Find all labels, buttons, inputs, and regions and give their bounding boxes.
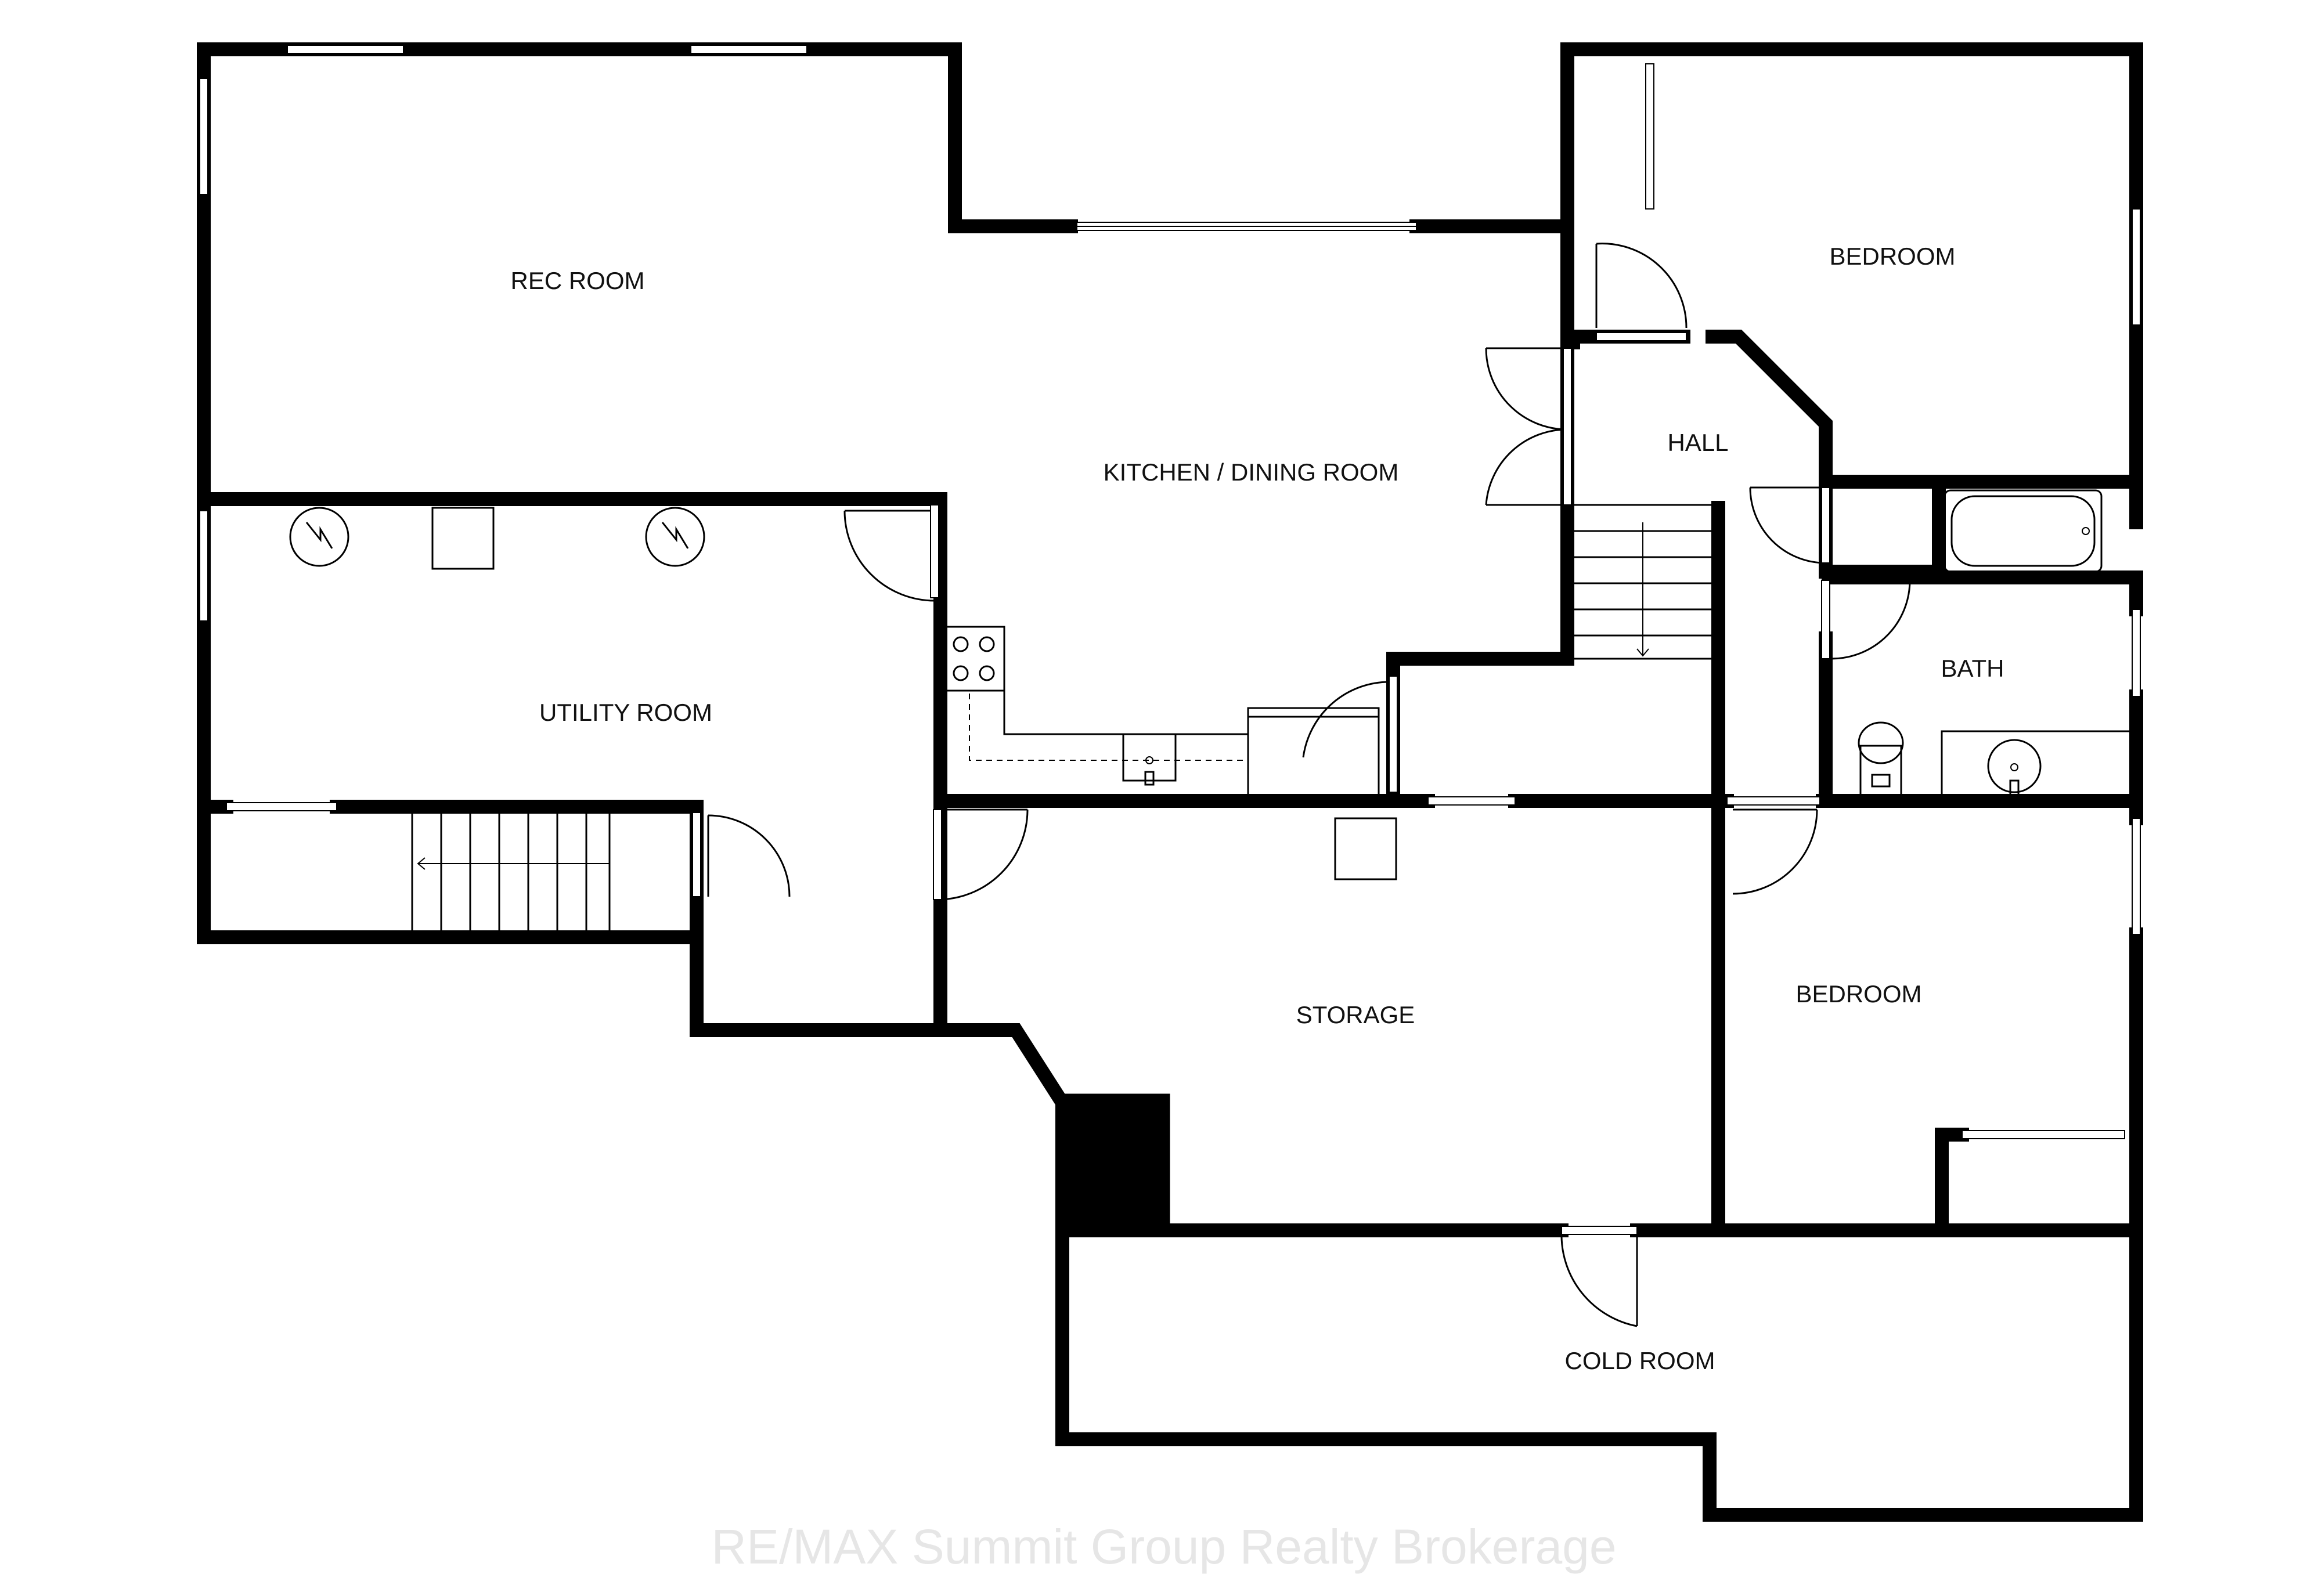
brokerage-watermark: RE/MAX Summit Group Realty Brokerage <box>711 1519 1616 1574</box>
chimney-block <box>1056 1093 1170 1231</box>
storage-fixture <box>1334 817 1397 880</box>
stairs-utility <box>411 806 611 938</box>
utility-fixtures <box>289 507 705 570</box>
stairs-hall <box>1572 504 1717 660</box>
room-label-kitchen-dining: KITCHEN / DINING ROOM <box>1104 458 1399 486</box>
room-label-bedroom-bottom: BEDROOM <box>1795 980 1921 1008</box>
room-label-utility-room: UTILITY ROOM <box>539 699 712 726</box>
windows <box>199 45 2141 1139</box>
room-label-storage: STORAGE <box>1296 1001 1415 1028</box>
room-label-hall: HALL <box>1667 429 1728 456</box>
kitchen-fixtures <box>942 626 1380 802</box>
doors <box>692 243 1911 1327</box>
room-label-bedroom-top: BEDROOM <box>1829 243 1955 270</box>
room-label-bath: BATH <box>1941 655 2004 682</box>
room-label-rec-room: REC ROOM <box>511 267 645 294</box>
bath-fixtures <box>1858 489 2132 802</box>
room-label-cold-room: COLD ROOM <box>1564 1347 1715 1374</box>
